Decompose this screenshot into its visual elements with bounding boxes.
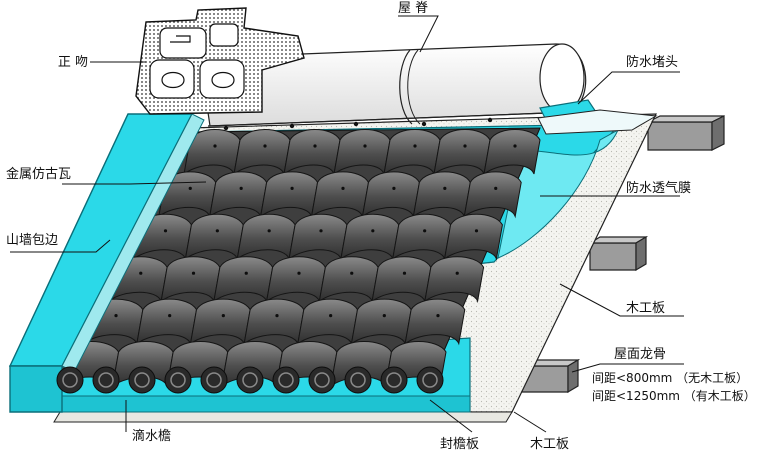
tile-screw [443, 186, 447, 190]
drip-tile [236, 366, 264, 394]
drip-tile-pattern [98, 372, 114, 388]
drip-eave [56, 366, 444, 394]
label-metal-tile: 金属仿古瓦 [6, 166, 71, 182]
tile-screw [371, 229, 375, 233]
drip-tile-pattern [242, 372, 258, 388]
purlin-top [647, 115, 725, 151]
tile-screw [239, 186, 243, 190]
leader-eave [429, 399, 473, 433]
drip-tile [164, 366, 192, 394]
tile-screw [114, 314, 118, 318]
roof-purlins [519, 115, 725, 394]
tile-screw [463, 144, 467, 148]
tile-screw [319, 229, 323, 233]
drip-tile [416, 366, 444, 394]
tile-screw [221, 314, 225, 318]
tile-screw [213, 144, 217, 148]
leader-wood-upper [559, 283, 684, 317]
label-spacing-no-board: 间距<800mm （无木工板） [592, 371, 748, 385]
drip-tile-pattern [170, 372, 186, 388]
leader-wood-lower [513, 411, 547, 433]
ridge-ornament [135, 7, 305, 115]
tile-screw [263, 144, 267, 148]
drip-tile-pattern [350, 372, 366, 388]
drip-tile-pattern [278, 372, 294, 388]
tile-screw [168, 314, 172, 318]
label-ridge: 屋 脊 [398, 1, 428, 16]
tile-screw [139, 271, 143, 275]
tile-screw [329, 314, 333, 318]
drip-tile-pattern [314, 372, 330, 388]
tile-screw [513, 144, 517, 148]
tile-screw [392, 186, 396, 190]
tile-screw [290, 186, 294, 190]
leader-end-cap [577, 71, 680, 105]
tile-screw [413, 144, 417, 148]
metal-tile [424, 256, 485, 304]
tile-screw [455, 271, 459, 275]
metal-tile [463, 171, 522, 219]
drip-tile-pattern [422, 372, 438, 388]
leader-metal-tile [62, 181, 207, 185]
tile-screw [382, 314, 386, 318]
waterproof-end-cap [537, 99, 658, 135]
drip-tile-pattern [134, 372, 150, 388]
tile-screw [423, 229, 427, 233]
metal-tile-field [57, 127, 541, 388]
leader-gable [10, 239, 111, 253]
tile-screw [275, 314, 279, 318]
drip-tile [344, 366, 372, 394]
tile-screw [163, 229, 168, 233]
tile-screw [244, 271, 248, 275]
purlin-middle [587, 235, 649, 272]
label-gable-flashing: 山墙包边 [6, 233, 58, 248]
tile-screw [494, 186, 498, 190]
tile-screw [215, 229, 219, 233]
drip-tile [380, 366, 408, 394]
label-eave-board: 封檐板 [440, 437, 479, 452]
tile-screw [474, 229, 479, 233]
label-ridge-ornament: 正 吻 [58, 55, 88, 70]
label-roof-purlin: 屋面龙骨 [614, 347, 666, 362]
tile-screw [297, 271, 301, 275]
leader-lines [10, 15, 684, 433]
label-wood-board-lower: 木工板 [530, 437, 569, 452]
drip-tile [272, 366, 300, 394]
drip-tile-pattern [62, 372, 78, 388]
tile-screw [363, 144, 367, 148]
purlin-bottom [519, 358, 581, 394]
tile-screw [350, 271, 354, 275]
leader-ridge [398, 15, 439, 53]
tile-screw [267, 229, 271, 233]
tile-screw [313, 144, 317, 148]
drip-tile [128, 366, 156, 394]
metal-tile [443, 213, 503, 261]
drip-tile [56, 366, 84, 394]
label-wood-board-upper: 木工板 [626, 301, 665, 316]
leader-purlin [571, 363, 684, 373]
labels: 屋 脊 正 吻 防水堵头 金属仿古瓦 防水透气膜 山墙包边 木工板 屋面龙骨 间… [6, 1, 756, 452]
metal-tile [404, 298, 466, 346]
tile-screw [402, 271, 407, 275]
tile-screw [436, 314, 440, 318]
tile-screw [191, 271, 196, 275]
label-breathable-membrane: 防水透气膜 [626, 180, 691, 196]
drip-tile [308, 366, 336, 394]
label-spacing-with-board: 间距<1250mm （有木工板） [592, 389, 756, 403]
drip-tile-pattern [386, 372, 402, 388]
drip-tile-pattern [206, 372, 222, 388]
drip-tile [92, 366, 120, 394]
metal-tile [483, 129, 541, 176]
label-waterproof-end-cap: 防水堵头 [626, 54, 678, 70]
ridge [199, 43, 587, 131]
drip-tile [200, 366, 228, 394]
label-drip-eave: 滴水檐 [132, 428, 171, 444]
tile-screw [188, 186, 192, 190]
tile-screw [341, 186, 345, 190]
